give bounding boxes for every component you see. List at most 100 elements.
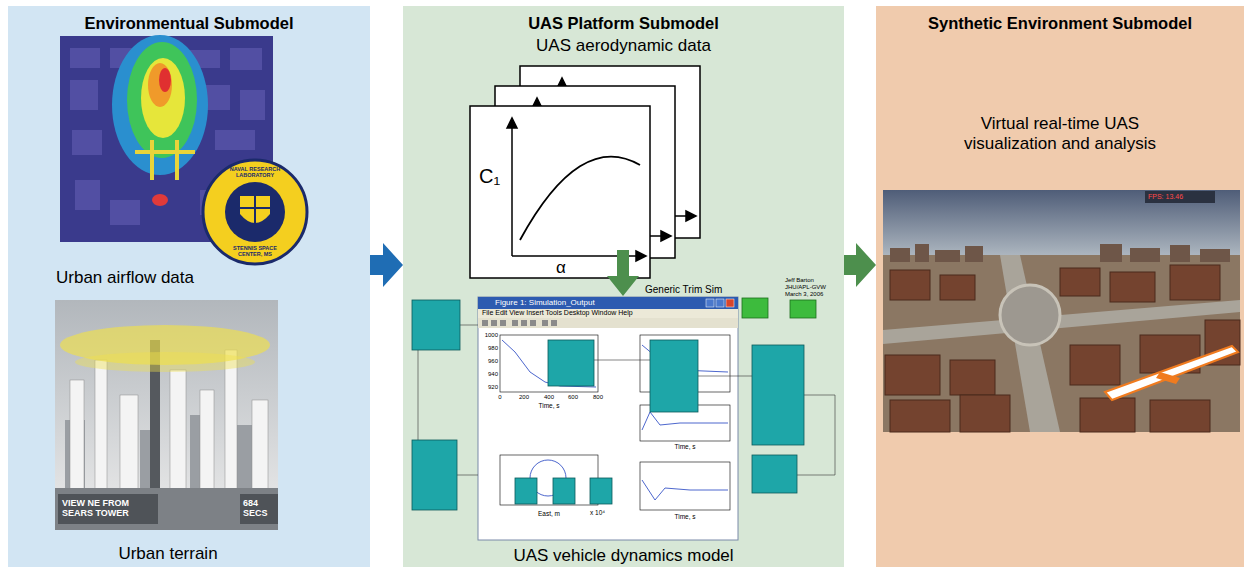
aero-data-cards <box>470 66 700 278</box>
terrain-render <box>70 380 84 490</box>
city-render <box>1200 249 1230 262</box>
tick-label: 400 <box>539 394 559 401</box>
simulink-window <box>642 480 728 500</box>
submodel-panel: Synthetic Environment SubmodelVirtual re… <box>876 6 1244 567</box>
simulink-window <box>502 340 596 387</box>
simulink-blocks <box>412 300 804 510</box>
tick-label: 960 <box>478 358 498 365</box>
text-slot: Generic Trim Sim <box>645 284 740 296</box>
city-render <box>1150 400 1210 432</box>
axis-title: Time, s <box>663 443 707 450</box>
window-heading: Generic Trim Sim <box>645 284 740 296</box>
city-render <box>885 265 1240 432</box>
city-render <box>915 244 929 262</box>
city-render <box>890 244 1230 262</box>
axis-label: C₁ <box>479 165 505 188</box>
city-render <box>1000 285 1060 345</box>
panel-caption: UAS vehicle dynamics model <box>403 546 844 566</box>
simulink-window <box>512 320 518 326</box>
city-render <box>1130 248 1160 262</box>
simulink-window <box>478 309 738 318</box>
terrain-render <box>58 494 158 524</box>
simulink-blocks <box>412 300 460 350</box>
text-slot: Time, s <box>663 443 707 450</box>
text-slot: 980 <box>478 345 498 352</box>
text-slot: 800 <box>588 394 608 401</box>
text-slot: 1000 <box>478 332 498 339</box>
city-render <box>1070 345 1120 385</box>
simulink-blocks <box>418 350 419 440</box>
simulink-blocks <box>548 340 594 386</box>
simulink-window <box>642 412 728 430</box>
tick-label: 1000 <box>478 332 498 339</box>
text-slot: Figure 1: Simulation_Output <box>495 298 665 307</box>
text-slot: 200 <box>514 394 534 401</box>
simulink-window <box>482 320 557 326</box>
aero-data-cards <box>686 211 696 221</box>
simulink-window <box>716 299 724 307</box>
text-slot: C₁ <box>479 165 505 188</box>
axis-label: α <box>556 258 574 278</box>
simulink-window <box>530 320 536 326</box>
axis-title: Time, s <box>527 402 571 409</box>
tick-label: 600 <box>563 394 583 401</box>
text-slot: x 10⁴ <box>590 509 620 516</box>
panel-caption: Virtual real-time UAS visualization and … <box>940 114 1180 153</box>
airflow-map <box>72 130 102 155</box>
city-render <box>1100 244 1122 262</box>
panel-heading: Environmentual Submodel <box>8 14 370 33</box>
city-render <box>950 360 995 395</box>
text-slot: UAS aerodynamic data <box>403 36 844 56</box>
lab-seal <box>240 207 270 209</box>
tick-label: 800 <box>588 394 608 401</box>
text-slot: File Edit View Insert Tools Desktop Wind… <box>482 309 732 317</box>
airflow-map <box>70 80 98 110</box>
city-render <box>1105 346 1238 400</box>
terrain-render <box>170 370 186 490</box>
airflow-map <box>148 63 172 107</box>
tick-label: 200 <box>514 394 534 401</box>
seal-text: NAVAL RESEARCH LABORATORY <box>222 166 288 179</box>
panel-heading: UAS Platform Submodel <box>403 14 844 33</box>
panel-heading: Synthetic Environment Submodel <box>876 14 1244 33</box>
simulink-window <box>500 320 506 326</box>
axis-title: East, m <box>527 510 571 517</box>
simulink-blocks <box>457 475 478 476</box>
text-slot: VIEW NE FROM SEARS TOWER <box>62 498 154 519</box>
flow-arrow <box>607 250 639 296</box>
text-slot: Synthetic Environment Submodel <box>876 14 1244 33</box>
panel-caption: UAS aerodynamic data <box>403 36 844 56</box>
submodel-panel: Environmentual SubmodelUrban airflow dat… <box>8 6 370 567</box>
panel-fill <box>876 6 1244 567</box>
airflow-map <box>135 150 195 154</box>
simulink-window <box>482 320 488 326</box>
tick-label: 980 <box>478 345 498 352</box>
terrain-render <box>120 395 138 490</box>
airflow-map <box>230 48 262 70</box>
lab-seal <box>203 160 307 264</box>
simulink-window <box>706 299 714 307</box>
text-slot: East, m <box>527 510 571 517</box>
airflow-map <box>60 35 273 242</box>
simulink-window <box>491 320 497 326</box>
simulink-blocks <box>698 376 752 377</box>
city-render <box>890 248 910 262</box>
city-render <box>940 275 975 300</box>
text-slot: 0 <box>490 394 510 401</box>
text-slot: 600 <box>563 394 583 401</box>
text-slot: α <box>556 258 574 278</box>
airflow-map <box>240 90 265 120</box>
axis-scale: x 10⁴ <box>590 509 620 516</box>
airflow-map <box>60 36 273 242</box>
window-title: Figure 1: Simulation_Output <box>495 298 665 307</box>
text-slot: NAVAL RESEARCH LABORATORY <box>222 166 288 179</box>
photo-caption: 684 SECS <box>243 498 277 519</box>
airflow-map <box>152 194 168 206</box>
panel-caption: Urban terrain <box>68 544 268 564</box>
seal-text: STENNIS SPACE CENTER, MS <box>222 245 288 258</box>
city-render <box>935 250 960 262</box>
tick-label: 920 <box>478 384 498 391</box>
flow-arrow <box>844 243 876 287</box>
simulink-window <box>726 299 734 307</box>
simulink-window <box>500 335 598 392</box>
